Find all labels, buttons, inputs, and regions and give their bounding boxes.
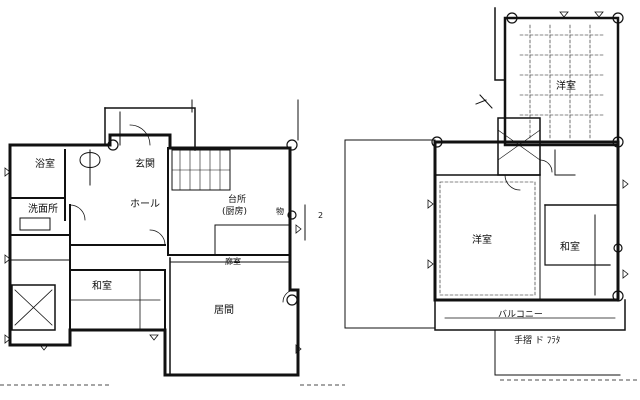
- room-label-living: 居間: [214, 305, 234, 316]
- room-label-kitchen-sub: (厨房): [222, 207, 248, 217]
- room-label-top-room: 洋室: [556, 81, 576, 92]
- room-label-tatami-1f: 和室: [92, 281, 112, 292]
- handrail-label: 手摺 ド ﾌﾗﾀ: [514, 336, 561, 346]
- room-label-entrance: 玄関: [135, 159, 155, 170]
- storage-number: 2: [318, 211, 324, 220]
- room-label-main-room: 洋室: [472, 235, 492, 246]
- room-label-bath: 浴室: [35, 159, 55, 170]
- floor2-plan: [344, 7, 626, 376]
- room-label-passage: 廊室: [225, 257, 241, 266]
- post-markers: [107, 12, 624, 306]
- window-markers: [4, 11, 629, 354]
- room-label-washroom: 洗面所: [28, 204, 58, 215]
- storage-mark: 物: [276, 207, 284, 216]
- floor1-plan: [8, 99, 306, 377]
- room-label-hall: ホール: [130, 199, 160, 210]
- room-label-kitchen: 台所: [228, 195, 247, 205]
- room-label-tatami-2f: 和室: [560, 242, 580, 253]
- room-label-balcony: バルコニー: [498, 310, 543, 320]
